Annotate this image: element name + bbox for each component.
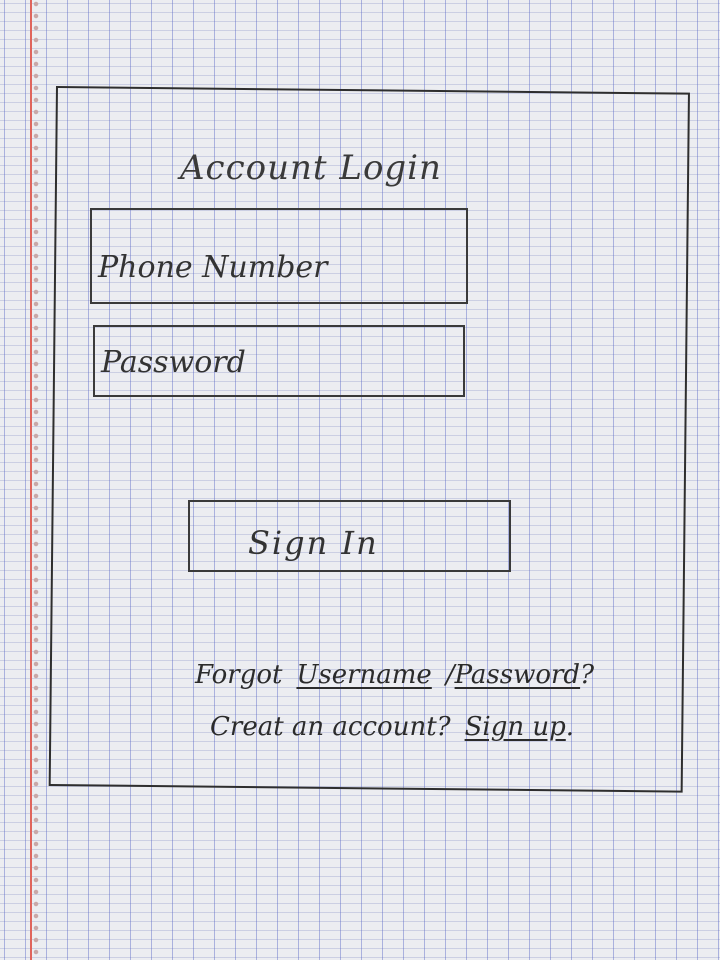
notebook-margin-line [30,0,32,960]
forgot-prefix: Forgot [195,660,283,690]
forgot-suffix: ? [580,660,595,690]
phone-number-placeholder: Phone Number [98,250,328,285]
forgot-password-link[interactable]: Password [454,660,581,690]
sign-in-button[interactable]: Sign In [188,500,511,572]
sign-up-link[interactable]: Sign up [464,712,566,742]
sign-in-label: Sign In [248,524,379,562]
password-input[interactable]: Password [93,325,465,397]
password-placeholder: Password [101,345,246,380]
notebook-binding-holes [33,0,39,960]
forgot-separator: / [445,660,455,690]
page-title: Account Login [180,148,442,188]
phone-number-input[interactable]: Phone Number [90,208,468,304]
forgot-credentials-line: Forgot Username /Password? [195,660,594,690]
signup-suffix: . [565,712,575,742]
create-account-line: Creat an account? Sign up. [210,712,574,742]
forgot-username-link[interactable]: Username [296,660,432,690]
signup-prefix: Creat an account? [210,712,451,742]
